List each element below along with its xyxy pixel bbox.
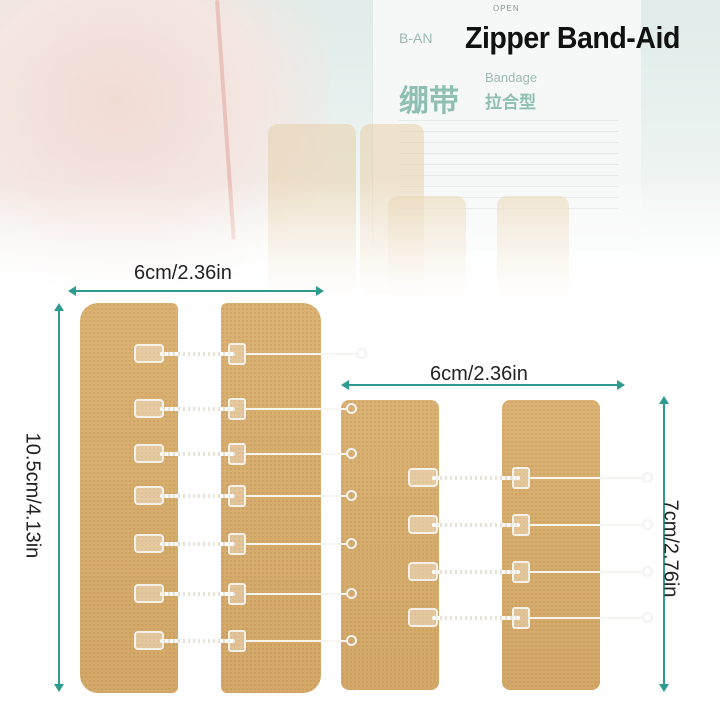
background-fade [0, 180, 720, 320]
large-width-line [68, 286, 324, 296]
package-open-label: OPEN [493, 4, 520, 13]
package-cn-name: 绷带 [399, 84, 459, 119]
small-height-label: 7cm/2.76in [659, 499, 682, 598]
package-cn-type: 拉合型 [485, 93, 536, 113]
small-bandage-right-pad [502, 400, 600, 690]
large-height-label: 10.5cm/4.13in [21, 432, 44, 559]
large-width-label: 6cm/2.36in [134, 262, 232, 284]
small-height-line [659, 396, 669, 692]
small-width-label: 6cm/2.36in [430, 363, 528, 385]
package-brand: B-AN [399, 30, 433, 46]
large-bandage-left-pad [80, 303, 178, 693]
package-en-name: Bandage [485, 70, 538, 85]
large-height-line [54, 303, 64, 692]
large-bandage-right-pad [221, 303, 321, 693]
small-width-line [341, 380, 625, 390]
page-title: Zipper Band-Aid [465, 20, 680, 55]
small-bandage-left-pad [341, 400, 439, 690]
